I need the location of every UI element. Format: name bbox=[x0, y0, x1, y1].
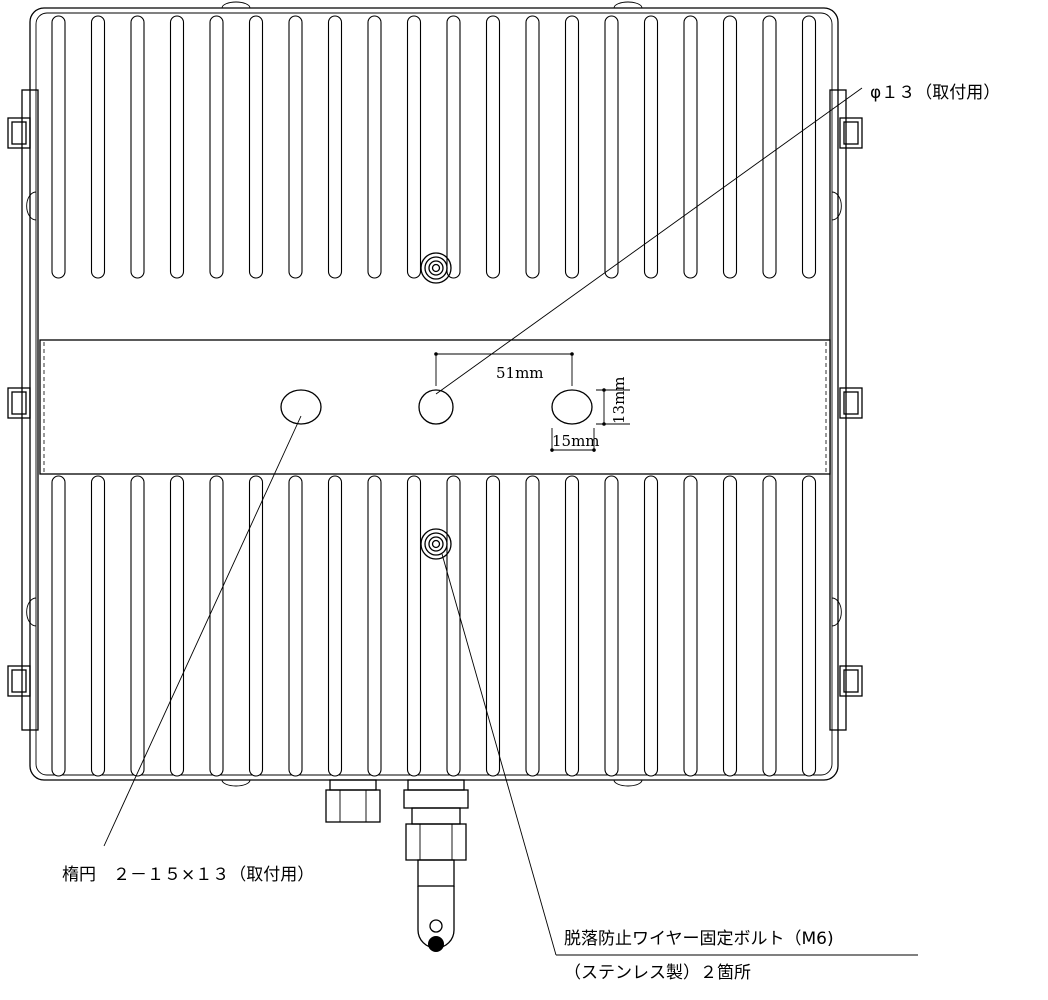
fin-upper bbox=[801, 15, 817, 279]
mounting-plate bbox=[39, 339, 831, 475]
cable-gland-left bbox=[325, 779, 381, 823]
fin-lower bbox=[130, 475, 145, 777]
fin-upper bbox=[406, 15, 422, 279]
fin-upper bbox=[762, 15, 777, 279]
fin-lower bbox=[604, 475, 619, 777]
cable-gland-right bbox=[403, 779, 469, 952]
callout-mount-hole: φ１３（取付用） bbox=[870, 83, 1000, 103]
fin-lower bbox=[51, 475, 66, 777]
fin-upper bbox=[288, 15, 303, 279]
fin-upper bbox=[327, 15, 343, 279]
fin-upper bbox=[722, 15, 738, 279]
fin-upper bbox=[604, 15, 619, 279]
heat-fins-upper bbox=[51, 15, 817, 279]
fin-lower bbox=[288, 475, 303, 777]
dim-ellipse-width-label: 15mm bbox=[552, 432, 600, 450]
leader-lines bbox=[103, 87, 918, 956]
wire-bolt-lower bbox=[420, 528, 452, 560]
dimension-ellipse-height bbox=[596, 388, 630, 426]
fin-lower bbox=[722, 475, 738, 777]
fin-lower bbox=[169, 475, 185, 777]
fin-upper bbox=[525, 15, 540, 279]
fin-upper bbox=[130, 15, 145, 279]
dim-hole-spacing-label: 51mm bbox=[496, 364, 544, 382]
fin-lower bbox=[327, 475, 343, 777]
dimension-ellipse-width bbox=[550, 428, 596, 452]
fin-lower bbox=[209, 475, 224, 777]
fin-lower bbox=[90, 475, 106, 777]
ellipse-hole-left bbox=[280, 389, 322, 425]
fin-upper bbox=[169, 15, 185, 279]
fin-upper bbox=[209, 15, 224, 279]
callout-wire-bolt-line2: （ステンレス製）２箇所 bbox=[564, 963, 751, 983]
fin-lower bbox=[525, 475, 540, 777]
fin-lower bbox=[762, 475, 777, 777]
fin-lower bbox=[801, 475, 817, 777]
wire-bolt-upper bbox=[420, 252, 452, 284]
fin-upper bbox=[564, 15, 580, 279]
fin-upper bbox=[643, 15, 659, 279]
round-mount-hole bbox=[418, 389, 454, 425]
fin-lower bbox=[248, 475, 264, 777]
fin-lower bbox=[446, 475, 461, 777]
ellipse-hole-right bbox=[551, 389, 593, 425]
callout-wire-bolt-line1: 脱落防止ワイヤー固定ボルト（M6) bbox=[564, 929, 834, 949]
fin-lower bbox=[643, 475, 659, 777]
dim-ellipse-height-label: 13mm bbox=[610, 376, 628, 424]
fin-lower bbox=[367, 475, 382, 777]
fin-upper bbox=[51, 15, 66, 279]
fin-lower bbox=[485, 475, 501, 777]
edge-bumps bbox=[221, 1, 643, 787]
callout-ellipse-holes: 楕円 ２－１５×１３（取付用） bbox=[62, 865, 314, 885]
fin-lower bbox=[564, 475, 580, 777]
fin-upper bbox=[367, 15, 382, 279]
fin-lower bbox=[406, 475, 422, 777]
fin-upper bbox=[485, 15, 501, 279]
left-side-brackets bbox=[7, 89, 39, 731]
fin-upper bbox=[248, 15, 264, 279]
fin-lower bbox=[683, 475, 698, 777]
fin-upper bbox=[683, 15, 698, 279]
heat-fins-lower bbox=[51, 475, 817, 777]
fin-upper bbox=[446, 15, 461, 279]
dimension-hole-spacing bbox=[434, 352, 574, 386]
fin-upper bbox=[90, 15, 106, 279]
right-side-brackets bbox=[829, 89, 863, 731]
